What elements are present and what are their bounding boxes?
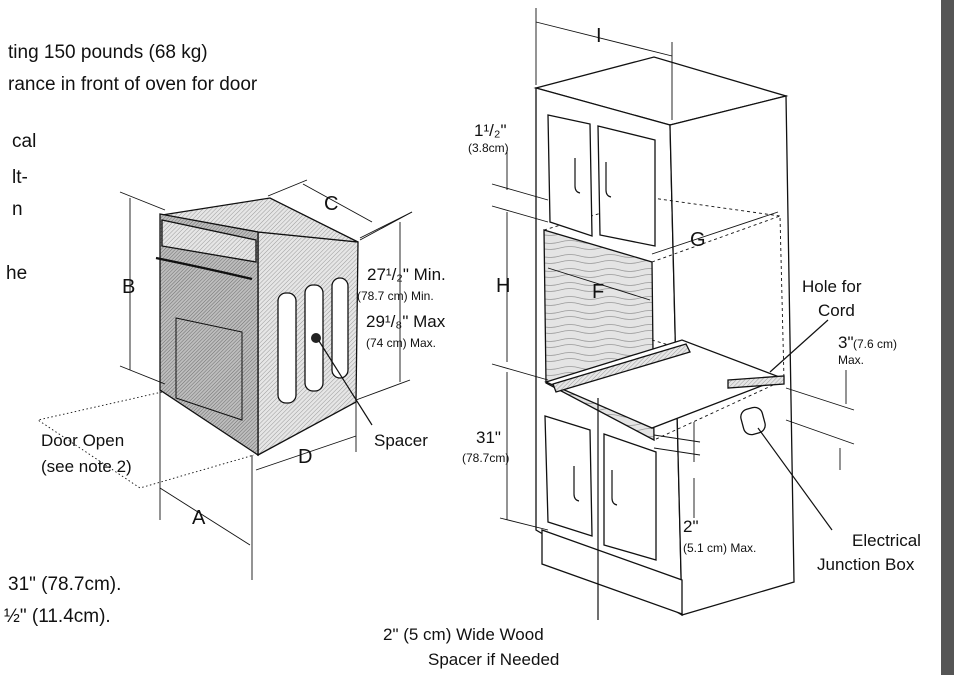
side-vent-3: [331, 277, 349, 379]
junction-box-label-2: Junction Box: [817, 555, 915, 574]
note-line-1: ting 150 pounds (68 kg): [8, 42, 208, 63]
label-a: A: [192, 507, 206, 529]
cabinet-drawing: [491, 8, 855, 620]
cord-dim-label: 3": [838, 333, 854, 352]
bottom-dim-label: 31": [476, 428, 501, 447]
door-open-outline: [36, 391, 255, 489]
min-height-label: 27¹/₂" Min.: [367, 265, 446, 284]
note-bottom-2: ½" (11.4cm).: [4, 606, 111, 627]
wood-spacer-label-2: Spacer if Needed: [428, 650, 559, 669]
top-dim-metric: (3.8cm): [468, 141, 509, 155]
dim-f-line: [547, 267, 651, 301]
lip-dim-metric: (5.1 cm) Max.: [683, 541, 756, 555]
cord-dim-max: Max.: [838, 353, 864, 367]
label-i: I: [596, 25, 602, 47]
label-g: G: [690, 229, 706, 251]
dim-c-line: [302, 183, 373, 223]
door-open-label: Door Open: [41, 431, 124, 450]
oven-door-handle: [155, 256, 253, 281]
max-height-label: 29¹/₈" Max: [366, 312, 446, 331]
lip-dim-label: 2": [683, 517, 699, 536]
page-edge-border: [941, 0, 954, 675]
wood-spacer: [552, 343, 691, 393]
upper-door-left: [547, 114, 593, 237]
junction-box-leader: [757, 427, 833, 531]
cord-dim-metric: (7.6 cm): [853, 337, 897, 351]
label-f: F: [592, 281, 604, 303]
spacer-leader: [318, 340, 373, 426]
wall-oven-drawing: [36, 179, 413, 580]
junction-box: [740, 406, 766, 436]
side-vent-1: [277, 292, 297, 404]
label-h: H: [496, 275, 510, 297]
cord-hole-leader: [769, 319, 829, 373]
note-bottom-1: 31" (78.7cm).: [8, 574, 121, 595]
label-c: C: [324, 193, 338, 215]
lower-door-left: [544, 415, 593, 537]
oven-control-panel: [161, 219, 257, 263]
oven-window: [175, 317, 243, 421]
max-height-metric: (74 cm) Max.: [366, 336, 436, 350]
note-fragment-2: lt-: [12, 167, 28, 188]
spacer-knob: [311, 333, 321, 343]
dim-i-line: [535, 21, 673, 57]
min-height-metric: (78.7 cm) Min.: [357, 289, 434, 303]
note-fragment-4: he: [6, 263, 27, 284]
note-fragment-3: n: [12, 199, 23, 220]
bottom-dim-metric: (78.7cm): [462, 451, 509, 465]
lower-door-right: [603, 433, 657, 561]
label-b: B: [122, 276, 135, 298]
junction-box-label-1: Electrical: [852, 531, 921, 550]
installation-notes: ting 150 pounds (68 kg) rance in front o…: [4, 42, 258, 627]
door-open-note: (see note 2): [41, 457, 132, 476]
note-line-2: rance in front of oven for door: [8, 74, 258, 95]
dim-g-line: [651, 211, 779, 255]
cord-hole-label-2: Cord: [818, 301, 855, 320]
wood-spacer-label-1: 2" (5 cm) Wide Wood: [383, 625, 544, 644]
note-fragment-1: cal: [12, 131, 36, 152]
upper-door-right: [597, 125, 656, 247]
dim-d-line: [255, 435, 357, 471]
top-dim-label: 1¹/₂": [474, 121, 506, 140]
dim-a-line: [159, 487, 251, 546]
cutout-depth-outline: [651, 215, 785, 441]
cord-hole-label-1: Hole for: [802, 277, 862, 296]
label-d: D: [298, 446, 312, 468]
spacer-label: Spacer: [374, 431, 428, 450]
